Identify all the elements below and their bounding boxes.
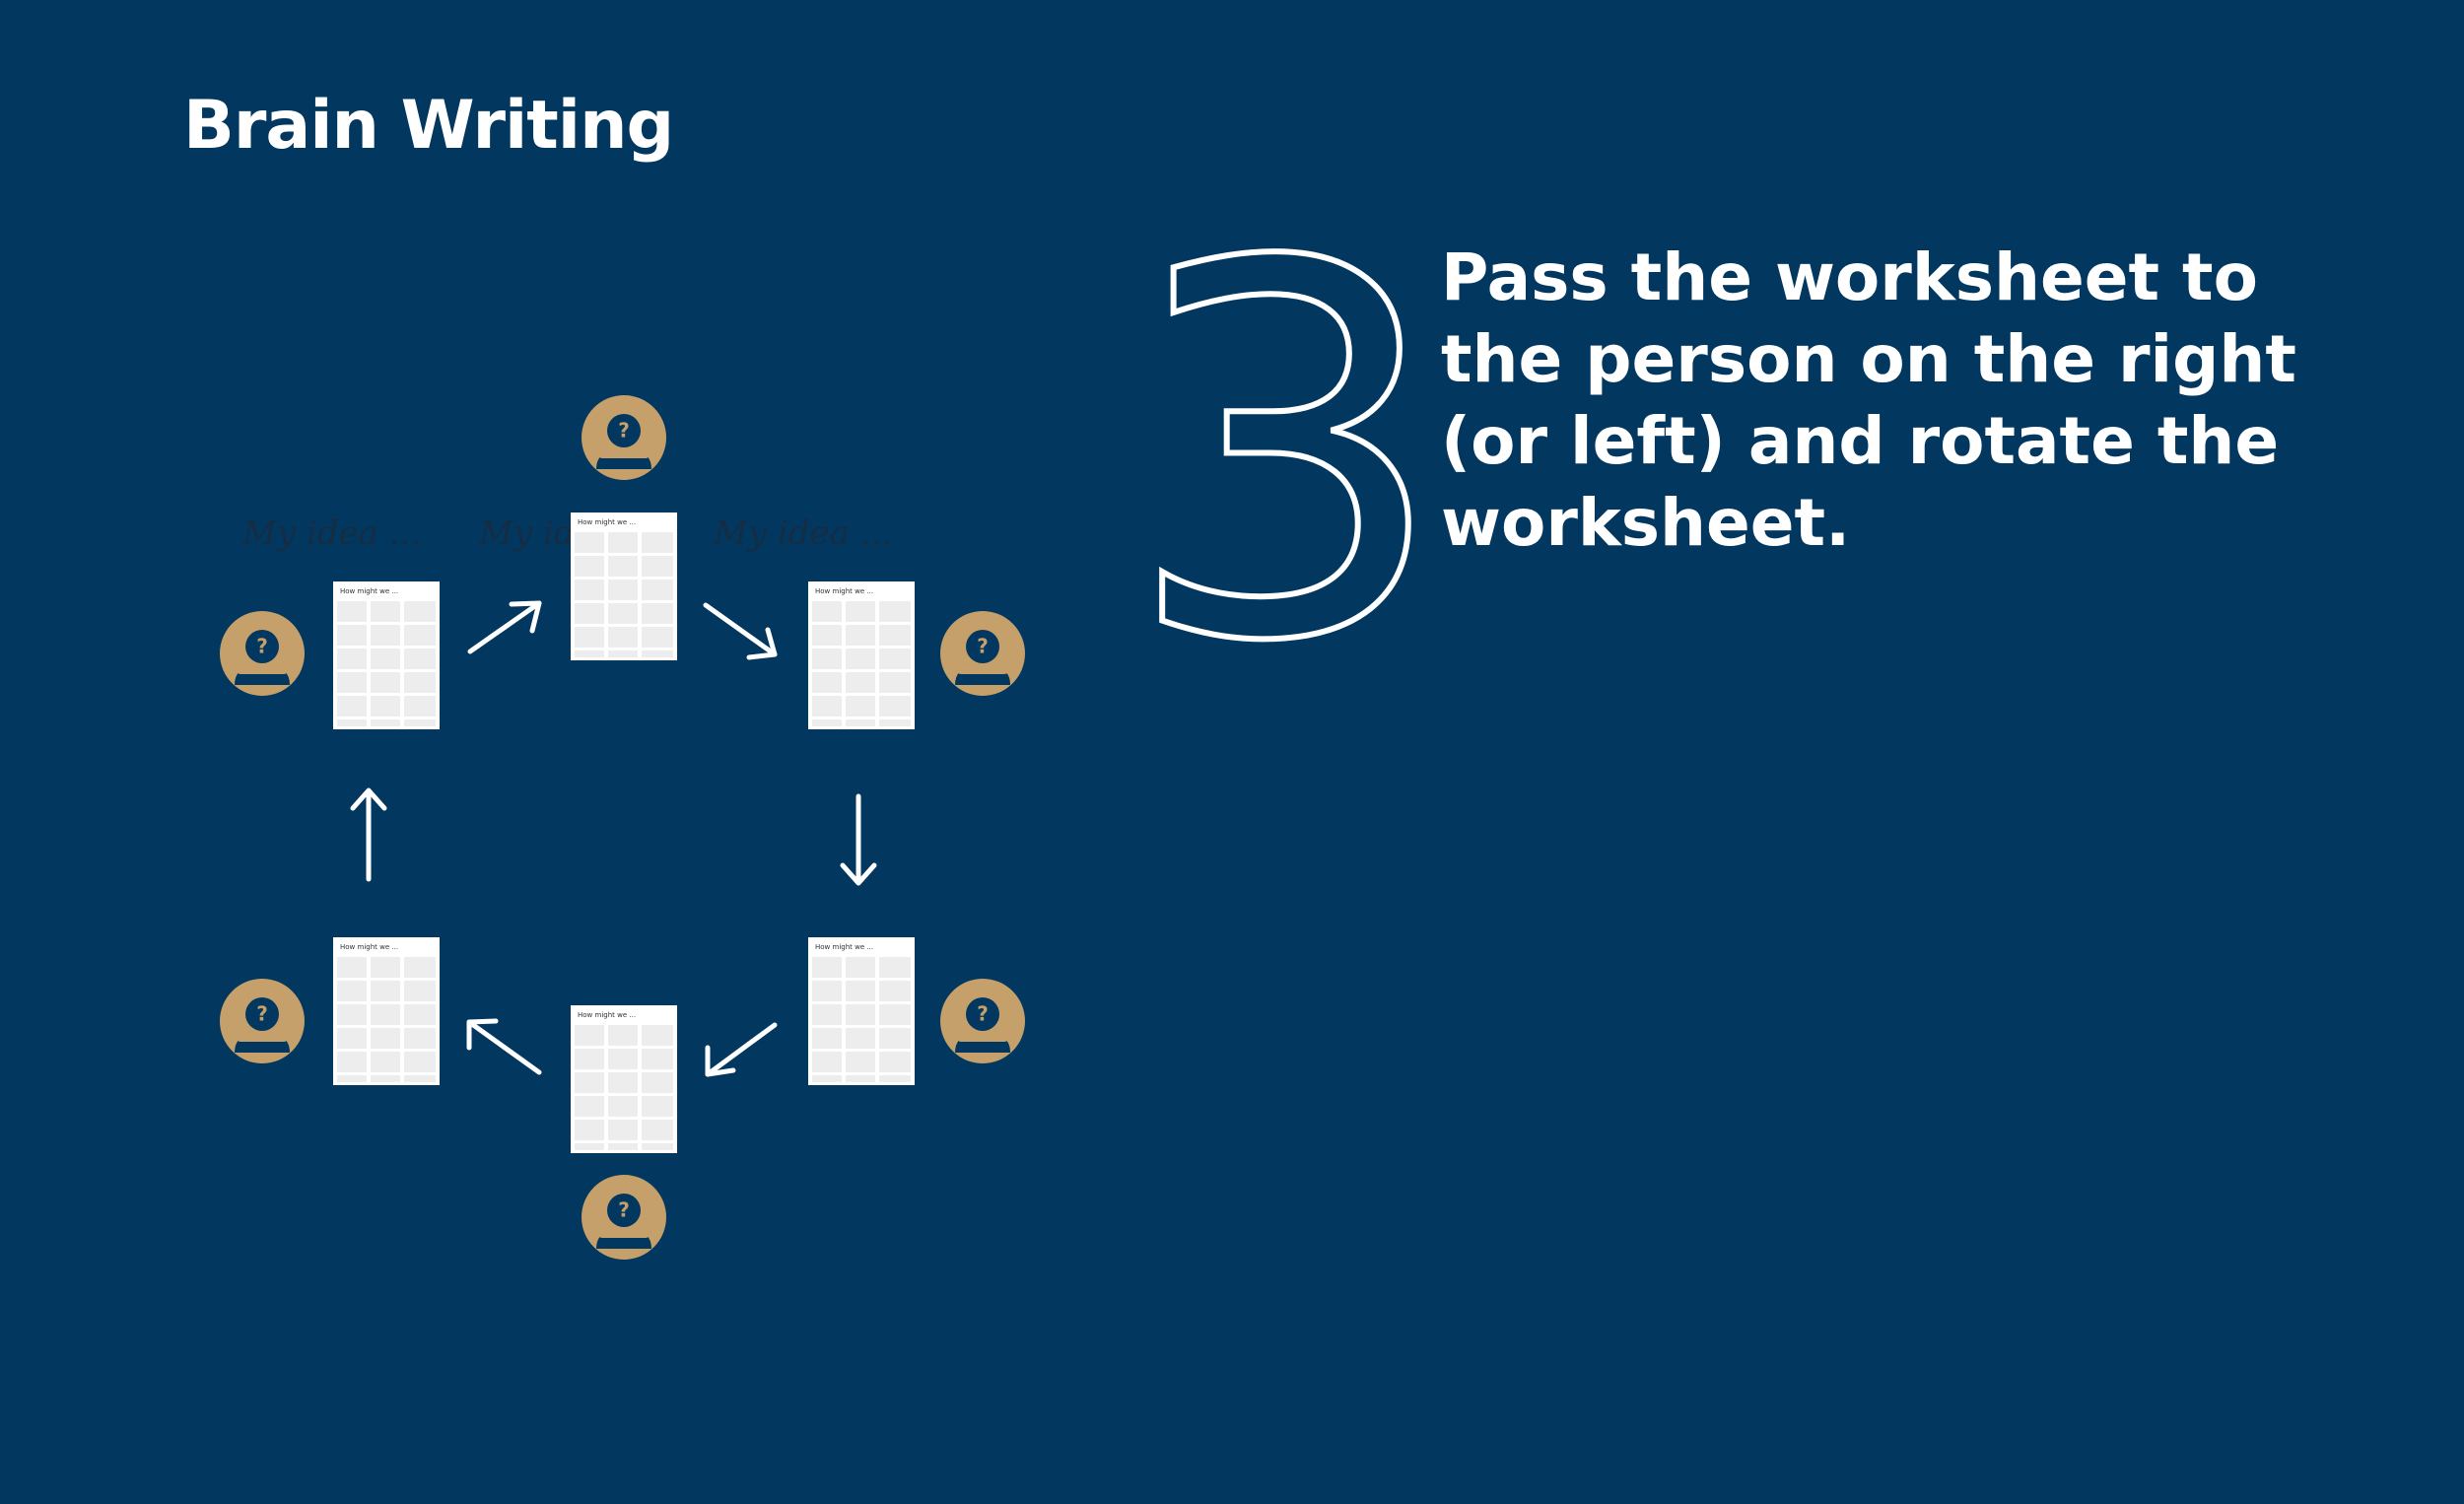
worksheet-upper-right: How might we ... bbox=[808, 581, 915, 729]
arrow-icon bbox=[350, 787, 387, 882]
step-number-text: 3 bbox=[1153, 223, 1419, 656]
user-question-icon bbox=[582, 1175, 666, 1260]
step-number: 3 bbox=[1153, 223, 1419, 656]
worksheet-header: How might we ... bbox=[578, 518, 636, 526]
rotation-diagram: ? bbox=[220, 395, 1025, 1260]
user-question-icon bbox=[220, 611, 305, 696]
worksheet-top: How might we ... bbox=[571, 513, 677, 660]
worksheet-lower-left: How might we ... bbox=[333, 937, 440, 1085]
instruction-text: Pass the worksheet to the person on the … bbox=[1441, 239, 2296, 561]
worksheet-header: How might we ... bbox=[578, 1011, 636, 1019]
worksheet-upper-left: How might we ... bbox=[333, 581, 440, 729]
slide-title: Brain Writing bbox=[183, 87, 674, 165]
worksheet-header: How might we ... bbox=[815, 587, 873, 595]
note-text-3: My idea ... bbox=[713, 513, 892, 553]
user-question-icon bbox=[220, 979, 305, 1063]
worksheet-lower-right: How might we ... bbox=[808, 937, 915, 1085]
arrow-icon bbox=[466, 1018, 542, 1075]
arrow-icon bbox=[705, 1022, 778, 1077]
worksheet-bottom: How might we ... bbox=[571, 1005, 677, 1153]
arrow-icon bbox=[703, 602, 778, 660]
worksheet-header: How might we ... bbox=[340, 587, 398, 595]
user-question-icon bbox=[940, 979, 1025, 1063]
user-question-icon bbox=[582, 395, 666, 480]
arrow-icon bbox=[840, 793, 877, 886]
worksheet-header: How might we ... bbox=[815, 943, 873, 951]
arrow-icon bbox=[467, 600, 542, 654]
user-question-icon bbox=[940, 611, 1025, 696]
worksheet-header: How might we ... bbox=[340, 943, 398, 951]
note-text-1: My idea ... bbox=[241, 513, 421, 553]
